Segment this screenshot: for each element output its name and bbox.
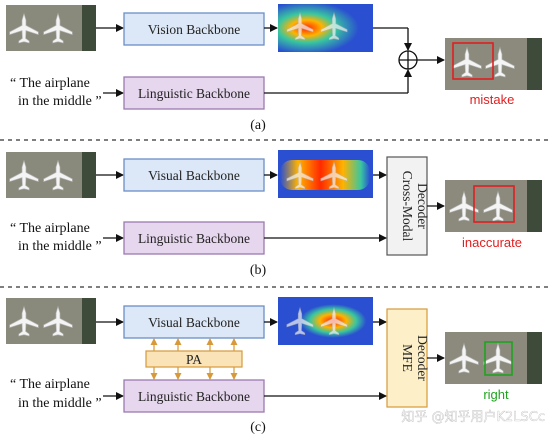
watermark: 知乎 @知乎用户K2LSCc (401, 409, 545, 425)
visual-backbone-label: Vision Backbone (148, 22, 241, 37)
query-line-1: “ The airplane (10, 76, 90, 91)
circled-plus-icon (398, 50, 418, 70)
visual-backbone-box (123, 158, 265, 192)
decoder-label-line-2: Decoder (415, 335, 430, 381)
mfe-decoder-box (386, 308, 428, 408)
query-line-2: in the middle ” (18, 239, 102, 254)
linguistic-backbone-label: Linguistic Backbone (138, 231, 250, 246)
linguistic-backbone-label: Linguistic Backbone (138, 389, 250, 404)
input-image-b (6, 152, 96, 198)
result-label-mistake: mistake (470, 92, 515, 107)
visual-backbone-box (123, 12, 265, 46)
panel-c: Visual Backbone PA MFE Decoder “ The air… (6, 297, 542, 435)
result-label-right: right (483, 387, 509, 402)
prediction-box (484, 341, 513, 376)
result-label-inaccurate: inaccurate (462, 235, 522, 250)
pa-module-label: PA (186, 352, 202, 367)
query-line-1: “ The airplane (10, 221, 90, 236)
output-image-c (445, 332, 542, 384)
output-image-b (445, 180, 542, 232)
decoder-label-line-2: Decoder (415, 183, 430, 229)
query-line-2: in the middle ” (18, 396, 102, 411)
cross-modal-decoder-box (386, 156, 428, 256)
linguistic-backbone-box (123, 221, 265, 255)
output-image-a (445, 38, 542, 90)
pa-arrows (150, 338, 238, 380)
decoder-label-line-1: MFE (400, 344, 415, 372)
panel-label-b: (b) (250, 263, 267, 278)
panel-label-a: (a) (250, 118, 266, 133)
heatmap-a (278, 4, 373, 52)
heatmap-b (278, 150, 373, 198)
heatmap-c (278, 297, 373, 345)
decoder-label-line-1: Cross-Modal (400, 171, 415, 242)
pa-module-box (145, 350, 243, 368)
query-line-1: “ The airplane (10, 377, 90, 392)
query-line-2: in the middle ” (18, 94, 102, 109)
prediction-box (473, 185, 515, 223)
linguistic-backbone-label: Linguistic Backbone (138, 86, 250, 101)
panel-a: Vision Backbone “ The airplane in the mi… (6, 4, 542, 133)
visual-backbone-box (123, 305, 265, 339)
linguistic-backbone-box (123, 379, 265, 413)
visual-backbone-label: Visual Backbone (148, 315, 240, 330)
linguistic-backbone-box (123, 76, 265, 110)
panel-b: Visual Backbone Cross-Modal Decoder “ Th… (6, 150, 542, 278)
prediction-box (452, 42, 494, 80)
input-image-a (6, 5, 96, 51)
visual-backbone-label: Visual Backbone (148, 168, 240, 183)
input-image-c (6, 298, 96, 344)
panel-label-c: (c) (250, 420, 266, 435)
